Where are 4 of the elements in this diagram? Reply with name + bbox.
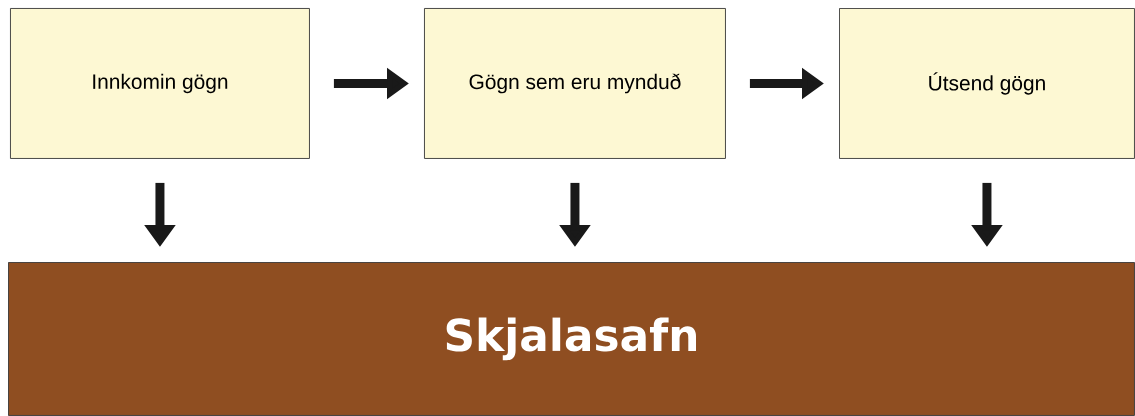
archive-band: Skjalasafn xyxy=(8,262,1135,416)
process-box: Gögn sem eru mynduð xyxy=(424,8,726,159)
process-box: Innkomin gögn xyxy=(10,8,310,159)
process-box: Útsend gögn xyxy=(839,8,1135,159)
